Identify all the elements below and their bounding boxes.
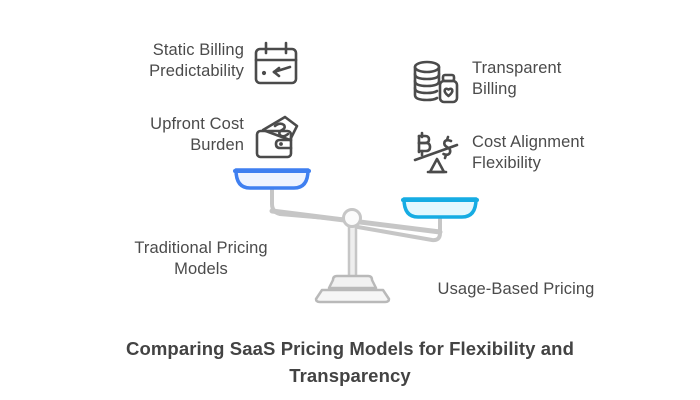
pan-label-line-1: Traditional Pricing — [134, 239, 268, 257]
right-pan — [402, 197, 478, 219]
title-line-1: Comparing SaaS Pricing Models for Flexib… — [126, 338, 574, 359]
feature-label-transparent-billing: Transparent Billing — [472, 58, 642, 100]
feature-line-1: Upfront Cost — [150, 115, 244, 133]
scale-beam — [269, 208, 443, 235]
right-pan-label: Usage-Based Pricing — [405, 279, 627, 300]
page-title: Comparing SaaS Pricing Models for Flexib… — [0, 336, 700, 390]
left-pan-label: Traditional Pricing Models — [106, 238, 296, 281]
coins-jar-icon — [410, 56, 462, 108]
scale-fulcrum — [342, 208, 362, 228]
feature-label-static-billing: Static Billing Predictability — [96, 40, 244, 82]
feature-line-2: Burden — [190, 136, 244, 155]
feature-label-cost-alignment: Cost Alignment Flexibility — [472, 132, 652, 174]
scale-column — [347, 216, 358, 292]
wallet-cash-icon — [250, 110, 302, 162]
feature-line-2: Predictability — [149, 62, 244, 81]
feature-line-1: Transparent — [472, 59, 562, 77]
seesaw-currency-icon — [410, 128, 462, 180]
left-pan-cord — [270, 184, 352, 222]
feature-line-2: Flexibility — [472, 154, 541, 173]
pan-label-line-2: Models — [174, 260, 228, 279]
feature-line-2: Billing — [472, 80, 517, 99]
feature-line-1: Static Billing — [152, 41, 244, 59]
feature-label-upfront-cost: Upfront Cost Burden — [96, 114, 244, 156]
scale-base-lower — [314, 288, 391, 304]
pan-label-line-1: Usage-Based Pricing — [437, 280, 595, 298]
feature-line-1: Cost Alignment — [472, 133, 585, 151]
title-line-2: Transparency — [289, 364, 411, 386]
right-pan-cord — [350, 213, 442, 243]
scale-base-upper — [327, 274, 378, 290]
left-pan — [234, 168, 310, 190]
calendar-arrow-icon — [250, 38, 302, 90]
